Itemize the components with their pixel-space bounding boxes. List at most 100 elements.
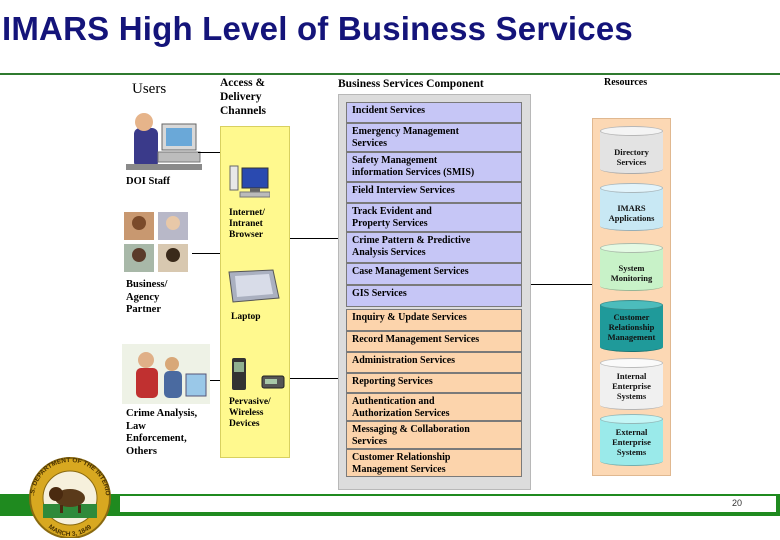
resource-label: Customer Relationship Management [600, 312, 663, 342]
desk-base [126, 164, 202, 170]
resource-label-line: Services [616, 157, 647, 167]
service-label: Field Interview Services [352, 185, 455, 196]
service-gis: GIS Services [346, 285, 522, 307]
channel-label-line: Devices [229, 419, 260, 429]
resources-heading: Resources [604, 77, 648, 88]
screen-shape [185, 373, 207, 397]
bison-leg [60, 505, 63, 513]
user-label-line: Others [126, 445, 157, 457]
resource-imars-applications: IMARS Applications [600, 183, 663, 231]
user-label-line: DOI Staff [126, 176, 171, 187]
person-head [165, 357, 179, 371]
service-label: Case Management Services [352, 266, 469, 277]
service-customer-relationship: Customer Relationship Management Service… [346, 449, 522, 477]
resource-label-line: IMARS [617, 203, 646, 213]
service-safety-management: Safety Management information Services (… [346, 152, 522, 182]
cylinder-body [600, 248, 663, 286]
monitor-screen [241, 167, 269, 189]
service-crime-pattern: Crime Pattern & Predictive Analysis Serv… [346, 232, 522, 263]
access-heading-line: Channels [220, 105, 267, 117]
cylinder-bottom [600, 456, 663, 466]
cylinder-body [600, 131, 663, 169]
access-heading-line: Access & [220, 77, 266, 89]
laptop-icon [228, 269, 280, 303]
cylinder-top [600, 243, 663, 253]
department-seal-logo: U.S. DEPARTMENT OF THE INTERIOR MARCH 3,… [20, 452, 111, 538]
resource-external-enterprise-systems: External Enterprise Systems [600, 414, 663, 466]
resource-label-line: Relationship [608, 322, 655, 332]
user-label-line: Law [126, 420, 146, 432]
service-label: Reporting Services [352, 376, 433, 387]
resource-label-line: System [618, 263, 645, 273]
channel-label-line: Intranet [229, 219, 263, 229]
cylinder-bottom [600, 164, 663, 174]
service-record-management: Record Management Services [346, 331, 522, 352]
cylinder-bottom [600, 221, 663, 231]
user-label-business-partner: Business/ Agency Partner [126, 279, 167, 317]
resource-label-line: Enterprise [612, 381, 651, 391]
service-label: Authentication and [352, 396, 435, 407]
footer-inner-panel: 20 [120, 496, 776, 512]
access-heading-line: Delivery [220, 91, 262, 103]
service-messaging: Messaging & Collaboration Services [346, 421, 522, 449]
component-heading: Business Services Component [338, 78, 484, 90]
service-label: information Services (SMIS) [352, 167, 475, 178]
footer-bar: 20 [0, 494, 780, 516]
channel-label-browser: Internet/ Intranet Browser [229, 208, 265, 241]
service-label: Authorization Services [352, 408, 450, 419]
service-label: Management Services [352, 464, 446, 475]
cylinder-top [600, 414, 663, 424]
desk-shape [157, 151, 201, 163]
user-label-line: Enforcement, [126, 433, 187, 444]
monitor-stand [250, 188, 260, 192]
cylinder-body [600, 305, 663, 347]
resource-label-line: Customer [613, 312, 650, 322]
cylinder-bottom [600, 281, 663, 291]
resource-label-line: Systems [616, 391, 647, 401]
photo-face [132, 216, 146, 230]
tower-shape [229, 165, 239, 191]
business-partner-illustration [124, 212, 188, 272]
laptop-screen [235, 274, 273, 297]
service-label: Safety Management [352, 155, 438, 166]
crime-analysis-illustration [122, 344, 210, 404]
connector-line [192, 253, 220, 254]
service-emergency-management: Emergency Management Services [346, 123, 522, 152]
person-head [135, 113, 153, 131]
resource-label-line: Systems [616, 447, 647, 457]
seal-landscape [43, 504, 97, 518]
person-figure [134, 128, 158, 168]
service-reporting: Reporting Services [346, 373, 522, 393]
page-title: IMARS High Level of Business Services [2, 10, 633, 47]
pager-screen [265, 379, 277, 384]
resource-label-line: Enterprise [612, 437, 651, 447]
service-administration: Administration Services [346, 352, 522, 373]
page-number: 20 [731, 498, 742, 508]
service-label: Track Evident and [352, 206, 432, 217]
resource-directory-services: Directory Services [600, 126, 663, 174]
service-label: Services [352, 138, 387, 149]
resource-label: IMARS Applications [600, 203, 663, 223]
user-label-line: Agency [126, 291, 160, 303]
service-incident: Incident Services [346, 102, 522, 123]
resource-label: External Enterprise Systems [600, 427, 663, 457]
service-label: GIS Services [352, 288, 407, 299]
service-label: Property Services [352, 218, 428, 229]
user-label-line: Crime Analysis, [126, 408, 198, 419]
channel-label-line: Wireless [229, 408, 264, 418]
channel-label-wireless: Pervasive/ Wireless Devices [229, 397, 271, 430]
person-head [138, 352, 154, 368]
photo-face [132, 248, 146, 262]
wireless-devices-icon [232, 358, 285, 390]
resource-label-line: Directory [614, 147, 649, 157]
connector-line [210, 380, 220, 381]
users-heading: Users [132, 81, 167, 97]
connector-line [290, 378, 338, 379]
cylinder-body [600, 419, 663, 461]
connector-line [198, 152, 220, 153]
service-field-interview: Field Interview Services [346, 182, 522, 203]
channel-label-line: Internet/ [229, 208, 265, 218]
channel-label-line: Laptop [231, 312, 261, 322]
user-label-line: Partner [126, 304, 161, 315]
channel-label-line: Pervasive/ [229, 397, 271, 407]
